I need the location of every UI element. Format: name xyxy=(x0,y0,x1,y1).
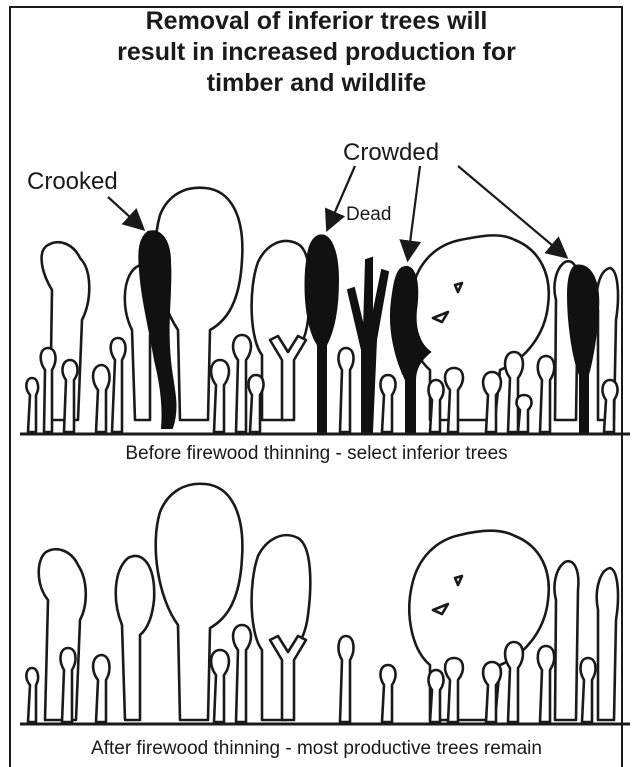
after-tree-left-secondary xyxy=(116,556,154,720)
tree-dead xyxy=(348,258,388,432)
before-thinning-scene xyxy=(20,188,630,434)
arrow-crowded-2 xyxy=(408,166,420,258)
caption-after: After firewood thinning - most productiv… xyxy=(0,738,633,760)
after-thinning-scene xyxy=(20,484,630,724)
after-tree-large-tall xyxy=(156,484,243,720)
arrow-crooked xyxy=(108,197,142,228)
tree-crowded-1 xyxy=(306,235,339,432)
after-tree-broad-right xyxy=(409,531,548,720)
label-crooked: Crooked xyxy=(27,170,118,194)
label-dead: Dead xyxy=(346,203,391,227)
caption-before: Before firewood thinning - select inferi… xyxy=(0,443,633,465)
label-crowded: Crowded xyxy=(343,141,439,165)
